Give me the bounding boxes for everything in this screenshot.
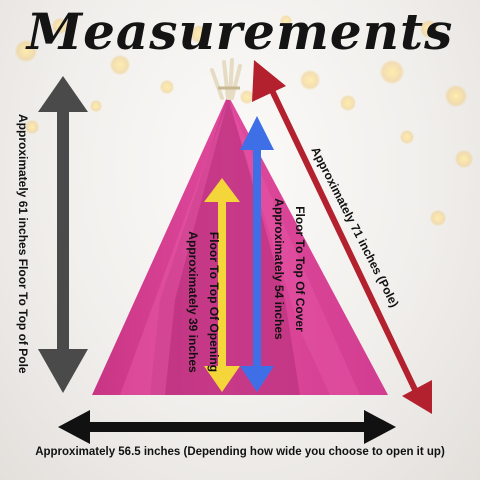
bokeh-light	[340, 95, 356, 111]
bokeh-light	[110, 55, 130, 75]
height-arrow	[38, 76, 88, 393]
bokeh-light	[25, 120, 39, 134]
bokeh-light	[400, 130, 414, 144]
opening-label-line2: Approximately 39 inches	[186, 231, 200, 373]
cover-height-arrow	[240, 116, 274, 392]
bokeh-light	[430, 210, 446, 226]
teepee-tent	[92, 58, 388, 395]
bokeh-light	[15, 40, 37, 62]
pole-height-label: Approximately 61 inches Floor To Top of …	[16, 114, 30, 374]
page-title: Measurements	[26, 2, 454, 61]
bokeh-light	[90, 100, 102, 112]
bokeh-light	[52, 18, 68, 34]
bokeh-light	[240, 90, 254, 104]
width-arrow	[58, 410, 396, 444]
bokeh-light	[190, 25, 208, 43]
bokeh-light	[160, 80, 174, 94]
pole-length-arrow	[252, 60, 432, 414]
opening-label-line1: Floor To Top Of Opening	[207, 231, 221, 373]
opening-height-arrow	[204, 178, 240, 392]
width-label: Approximately 56.5 inches (Depending how…	[35, 446, 445, 458]
bokeh-light	[280, 15, 292, 27]
cover-label-line2: Approximately 54 inches	[272, 198, 286, 340]
cover-label-line1: Floor To Top Of Cover	[293, 206, 307, 332]
bokeh-light	[300, 70, 320, 90]
bokeh-light	[380, 60, 404, 84]
bokeh-light	[455, 150, 473, 168]
bokeh-light	[445, 85, 467, 107]
bokeh-light	[420, 20, 438, 38]
